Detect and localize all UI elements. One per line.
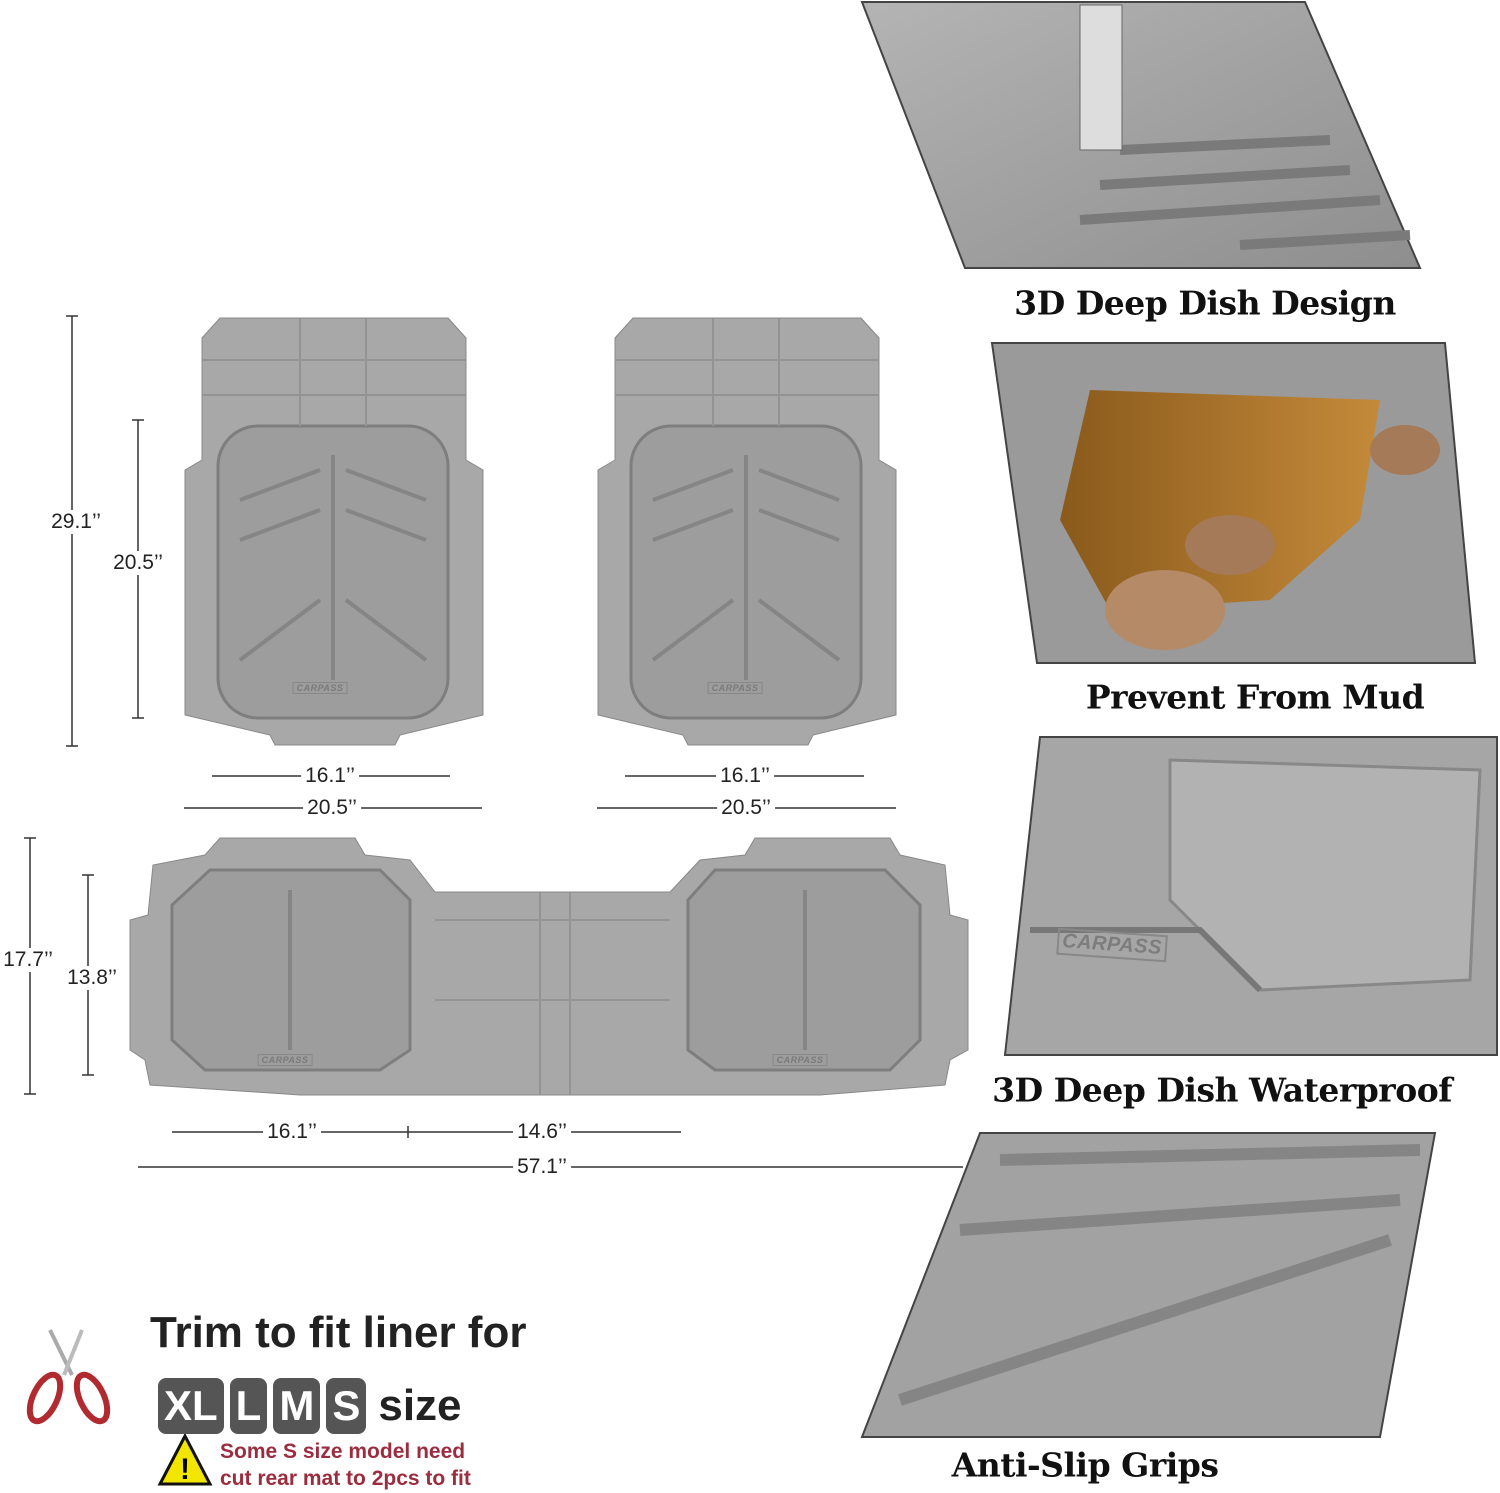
warning-line-1: Some S size model need <box>220 1440 466 1463</box>
warning-text: Some S size model need cut rear mat to 2… <box>220 1438 471 1492</box>
size-word: size <box>378 1381 462 1430</box>
size-badges: XL L M S size <box>158 1378 462 1434</box>
feature-photo-deep-dish <box>860 1 1422 269</box>
dim-rear-height-total: 17.7’’ <box>0 948 57 972</box>
size-badge-xl: XL <box>158 1378 224 1434</box>
feature-photo-mud <box>990 342 1477 664</box>
caption-deep-dish: 3D Deep Dish Design <box>1014 283 1396 323</box>
brand-logo-rear-right: CARPASS <box>772 1054 828 1066</box>
feature-photo-anti-slip <box>860 1132 1437 1438</box>
brand-logo-front-left: CARPASS <box>292 682 348 694</box>
caption-mud: Prevent From Mud <box>1085 677 1425 717</box>
size-badge-m: M <box>273 1378 321 1434</box>
brand-logo-rear-left: CARPASS <box>257 1054 313 1066</box>
front-right-mat <box>597 317 897 746</box>
feature-photo-waterproof <box>1003 736 1498 1056</box>
rear-mat <box>129 837 969 1096</box>
size-badge-l: L <box>229 1378 268 1434</box>
trim-title: Trim to fit liner for <box>150 1308 527 1357</box>
dim-rear-width-center: 14.6’’ <box>513 1120 571 1144</box>
dim-front-right-width-dish: 16.1’’ <box>716 764 774 788</box>
dim-rear-width-total: 57.1’’ <box>513 1155 571 1179</box>
dim-front-height-dish: 20.5’’ <box>109 551 167 575</box>
warning-icon: ! <box>157 1432 213 1486</box>
scissors-icon <box>26 1329 111 1425</box>
dim-front-left-width-total: 20.5’’ <box>303 796 361 820</box>
warning-line-2: cut rear mat to 2pcs to fit <box>220 1467 471 1490</box>
dim-rear-width-dish: 16.1’’ <box>263 1120 321 1144</box>
caption-waterproof: 3D Deep Dish Waterproof <box>992 1070 1452 1110</box>
dim-front-right-width-total: 20.5’’ <box>717 796 775 820</box>
dim-front-height-total: 29.1’’ <box>47 510 105 534</box>
front-left-mat <box>184 317 484 746</box>
dim-rear-height-dish: 13.8’’ <box>63 966 121 990</box>
dim-front-left-width-dish: 16.1’’ <box>301 764 359 788</box>
size-badge-s: S <box>326 1378 367 1434</box>
caption-anti-slip: Anti-Slip Grips <box>951 1445 1219 1485</box>
brand-logo-front-right: CARPASS <box>707 682 763 694</box>
svg-text:!: ! <box>180 1453 190 1486</box>
